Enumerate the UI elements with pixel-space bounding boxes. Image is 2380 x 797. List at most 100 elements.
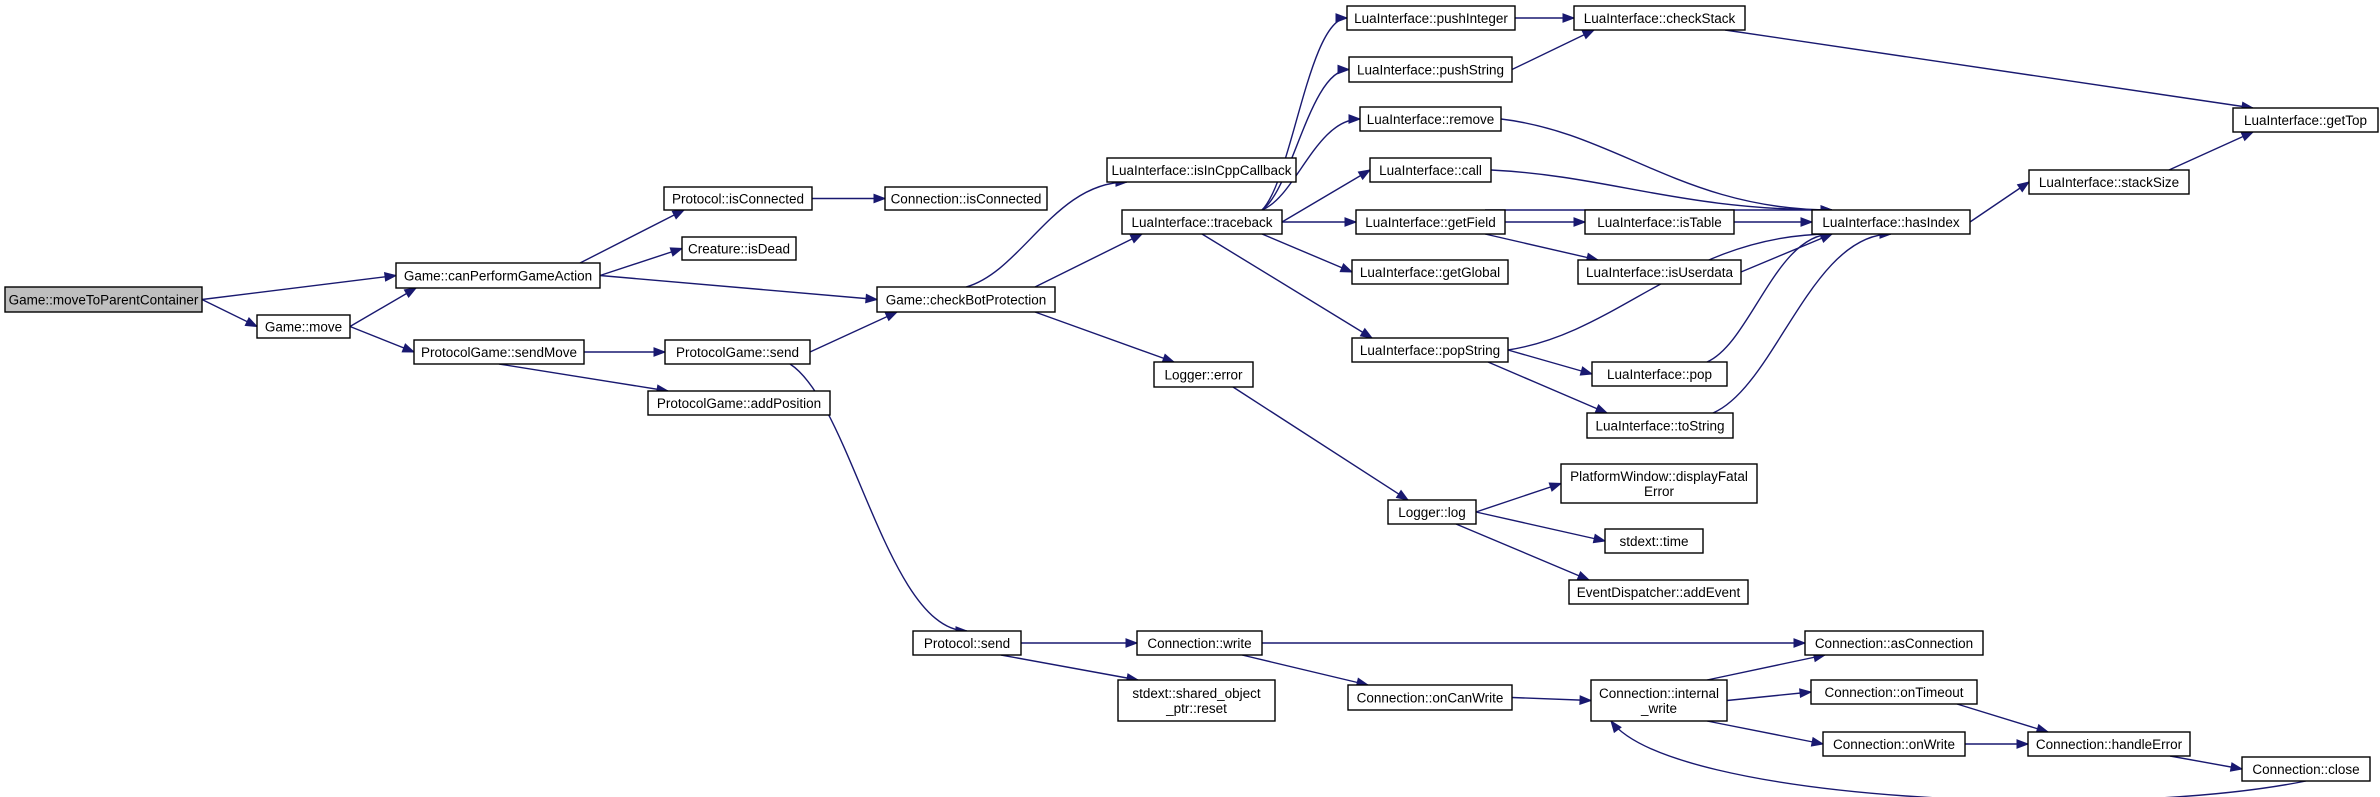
arrowhead: [1579, 695, 1593, 705]
node-protoIsConnected[interactable]: Protocol::isConnected: [663, 186, 813, 211]
node-stdextTime[interactable]: stdext::time: [1604, 528, 1704, 554]
node-label: EventDispatcher::addEvent: [1577, 585, 1741, 600]
node-hasIndex[interactable]: LuaInterface::hasIndex: [1811, 209, 1971, 235]
edge-line: [201, 274, 397, 301]
arrowhead: [1810, 736, 1825, 747]
node-label: stdext::shared_object: [1132, 686, 1261, 701]
edge-line: [1507, 233, 1833, 351]
node-box: [1106, 157, 1297, 183]
arrowhead: [1562, 13, 1576, 23]
edge-line: [1241, 654, 1369, 686]
edge-traceback-to-luaCall: [1281, 169, 1372, 223]
node-box: [1804, 630, 1984, 656]
node-connIsConnected[interactable]: Connection::isConnected: [884, 186, 1048, 211]
node-label: LuaInterface::getField: [1365, 215, 1496, 230]
node-label: ProtocolGame::send: [676, 345, 799, 360]
node-label: LuaInterface::pop: [1607, 367, 1712, 382]
node-creatureIsDead[interactable]: Creature::isDead: [681, 236, 797, 261]
edge-line: [1706, 720, 1824, 745]
node-protoSend[interactable]: Protocol::send: [912, 630, 1022, 656]
arrowhead: [1395, 489, 1410, 501]
node-loggerLog[interactable]: Logger::log: [1387, 499, 1477, 525]
node-pushInteger[interactable]: LuaInterface::pushInteger: [1346, 5, 1516, 31]
node-pgSendMove[interactable]: ProtocolGame::sendMove: [413, 339, 585, 365]
node-canPerform[interactable]: Game::canPerformGameAction: [395, 262, 601, 289]
node-getGlobal[interactable]: LuaInterface::getGlobal: [1351, 259, 1509, 285]
arrowhead: [1548, 482, 1563, 492]
call-edges: [201, 13, 2307, 797]
edge-line: [1610, 720, 2307, 797]
edge-traceback-to-popString: [1201, 233, 1374, 339]
node-box: [1560, 463, 1758, 504]
node-box: [647, 390, 831, 416]
edge-gmove-to-pgSendMove: [349, 325, 416, 353]
node-pgSend[interactable]: ProtocolGame::send: [664, 339, 811, 365]
node-sharedReset[interactable]: stdext::shared_object_ptr::reset: [1117, 679, 1276, 722]
edge-pgSendMove-to-pgAddPos: [498, 363, 670, 395]
node-box: [2241, 756, 2371, 782]
edge-line: [1475, 482, 1562, 513]
node-onCanWrite[interactable]: Connection::onCanWrite: [1347, 684, 1513, 711]
node-pgAddPos[interactable]: ProtocolGame::addPosition: [647, 390, 831, 416]
edge-line: [1500, 118, 1833, 211]
node-label: LuaInterface::traceback: [1131, 215, 1272, 230]
node-toString[interactable]: LuaInterface::toString: [1586, 412, 1734, 439]
node-connClose[interactable]: Connection::close: [2241, 756, 2371, 782]
edge-line: [1706, 654, 1826, 681]
node-box: [2232, 107, 2379, 133]
node-label: Game::checkBotProtection: [886, 293, 1047, 308]
edge-canPerform-to-checkBot: [599, 274, 879, 304]
node-luaPop[interactable]: LuaInterface::pop: [1591, 361, 1728, 387]
node-box: [912, 630, 1022, 656]
arrowhead: [401, 343, 416, 353]
edge-luaPop-to-hasIndex: [1706, 229, 1834, 363]
node-traceback[interactable]: LuaInterface::traceback: [1121, 209, 1283, 235]
node-checkBot[interactable]: Game::checkBotProtection: [876, 286, 1056, 313]
node-getTop[interactable]: LuaInterface::getTop: [2232, 107, 2379, 133]
arrowhead: [1359, 327, 1374, 339]
edge-line: [599, 274, 878, 301]
arrowhead: [1344, 217, 1358, 227]
node-box: [884, 186, 1048, 211]
node-handleError[interactable]: Connection::handleError: [2027, 731, 2191, 757]
edge-line: [789, 363, 968, 632]
node-box: [1810, 679, 1978, 705]
edge-line: [1475, 511, 1606, 542]
arrowhead: [1594, 403, 1609, 414]
node-addEvent[interactable]: EventDispatcher::addEvent: [1568, 579, 1749, 605]
node-checkStack[interactable]: LuaInterface::checkStack: [1573, 5, 1746, 31]
edge-line: [965, 181, 1128, 288]
node-luaCall[interactable]: LuaInterface::call: [1369, 157, 1492, 183]
arrowhead: [1161, 353, 1176, 363]
node-connWrite[interactable]: Connection::write: [1136, 630, 1263, 656]
node-stackSize[interactable]: LuaInterface::stackSize: [2028, 169, 2190, 195]
node-onWrite[interactable]: Connection::onWrite: [1822, 731, 1966, 757]
node-luaRemove[interactable]: LuaInterface::remove: [1359, 106, 1502, 132]
node-box: [1822, 731, 1966, 757]
node-root[interactable]: Game::moveToParentContainer: [4, 286, 203, 313]
node-gmove[interactable]: Game::move: [256, 314, 351, 339]
node-isTable[interactable]: LuaInterface::isTable: [1584, 209, 1735, 235]
edge-line: [1724, 29, 2254, 109]
node-label: Connection::close: [2252, 762, 2359, 777]
node-label: LuaInterface::call: [1379, 163, 1482, 178]
edge-protoIsConnected-to-connIsConnected: [812, 193, 887, 204]
edge-checkBot-to-loggerError: [1034, 311, 1176, 363]
node-getField[interactable]: LuaInterface::getField: [1355, 209, 1506, 235]
node-label: LuaInterface::pushInteger: [1354, 11, 1508, 26]
edge-gmove-to-canPerform: [349, 287, 418, 328]
edge-popString-to-toString: [1487, 361, 1609, 414]
node-isUserdata[interactable]: LuaInterface::isUserdata: [1577, 259, 1742, 285]
arrowhead: [2229, 762, 2244, 772]
node-popString[interactable]: LuaInterface::popString: [1351, 337, 1509, 363]
node-onTimeout[interactable]: Connection::onTimeout: [1810, 679, 1978, 705]
node-isInCpp[interactable]: LuaInterface::isInCppCallback: [1106, 157, 1297, 183]
edge-pushString-to-checkStack: [1511, 29, 1596, 71]
node-asConnection[interactable]: Connection::asConnection: [1804, 630, 1984, 656]
node-pushString[interactable]: LuaInterface::pushString: [1348, 56, 1513, 83]
node-loggerError[interactable]: Logger::error: [1153, 361, 1254, 388]
node-internalWrite[interactable]: Connection::internal_write: [1590, 679, 1728, 722]
node-label: ProtocolGame::sendMove: [421, 345, 577, 360]
edge-line: [1511, 29, 1595, 71]
